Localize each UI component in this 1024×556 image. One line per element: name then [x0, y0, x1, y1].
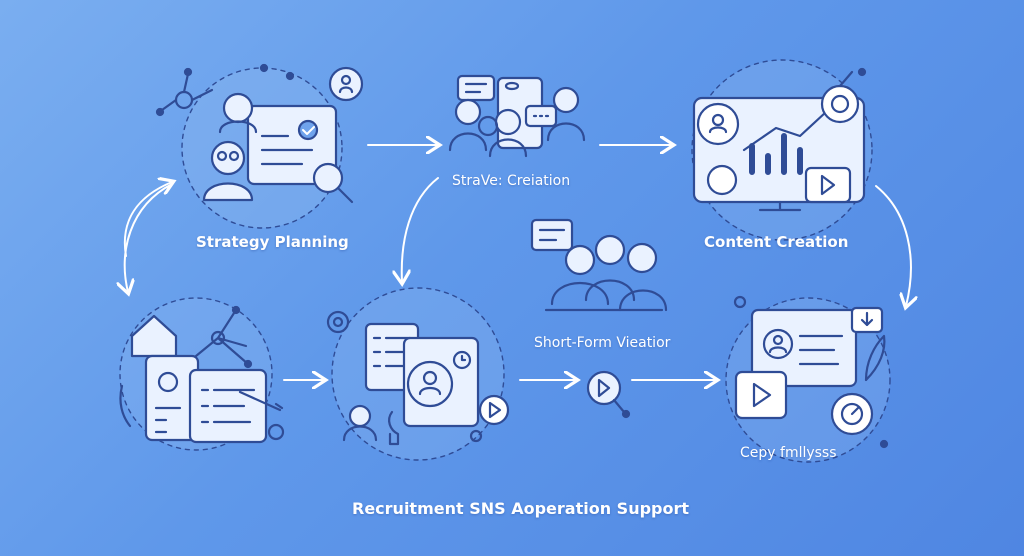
content-illustration [691, 59, 873, 241]
arrow-content-to-copy [875, 185, 911, 306]
flow-arrows [125, 145, 911, 380]
footer-title: Recruitment SNS Aoperation Support [352, 499, 690, 518]
arrow-left-to-strategy [123, 182, 172, 257]
label-strave-creation: StraVe: Creiation [452, 173, 571, 189]
arrow-strave-to-center [402, 177, 439, 282]
label-short-form: Short-Form Vieatior [534, 335, 671, 351]
label-copy-analysis: Cepy fmllysss [740, 445, 837, 461]
copy-illustration [725, 295, 891, 463]
label-strategy-planning: Strategy Planning [196, 233, 349, 251]
center-illustration [326, 287, 510, 461]
strave-illustration [448, 74, 586, 158]
label-content-creation: Content Creation [704, 233, 849, 251]
play-step-icon [586, 370, 631, 419]
arrow-strategy-to-left [125, 183, 173, 292]
left-illustration [119, 297, 285, 451]
strategy-illustration [155, 63, 364, 229]
short-form-illustration [530, 218, 668, 312]
